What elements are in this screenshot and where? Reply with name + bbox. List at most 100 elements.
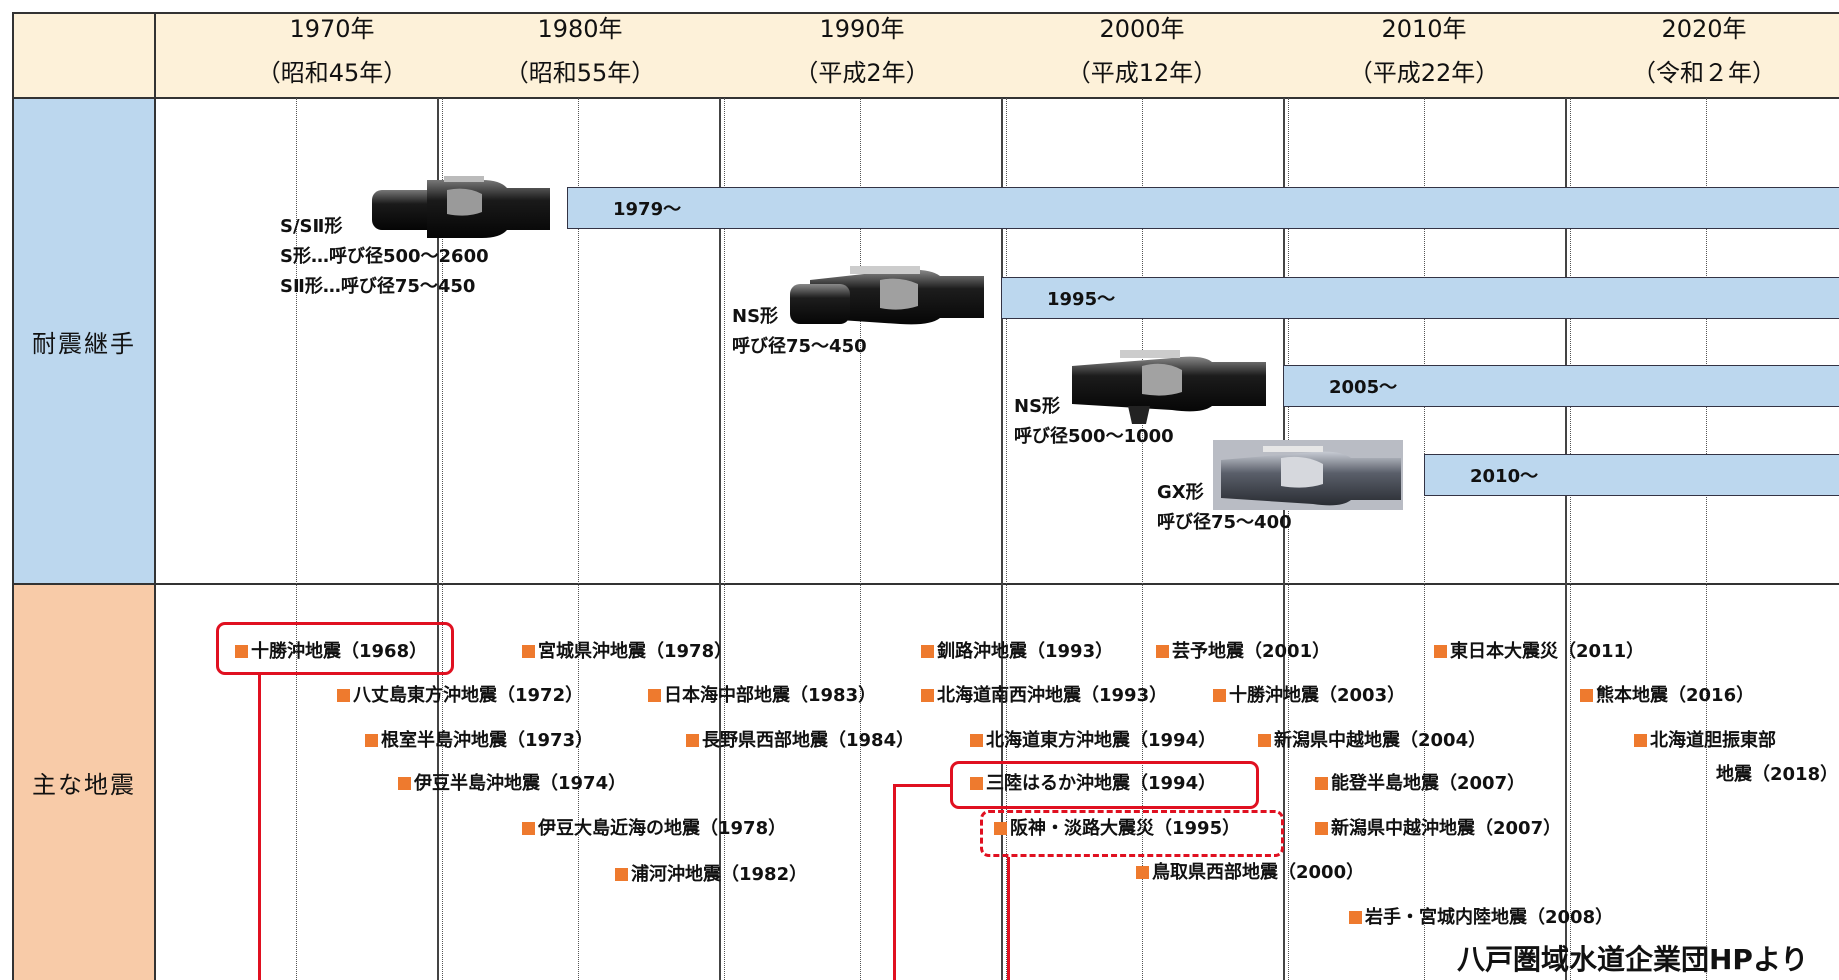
joint-spec: 呼び径75～400 — [1157, 512, 1292, 533]
square-marker-icon — [235, 645, 248, 658]
square-marker-icon — [1349, 911, 1362, 924]
pipe-image-ns-small — [790, 266, 984, 325]
grid-line-1985 — [719, 98, 725, 980]
quake-text: 伊豆半島沖地震（1974） — [414, 773, 627, 794]
quake-text: 北海道南西沖地震（1993） — [937, 685, 1168, 706]
row-label-seismic-joints: 耐震継手 — [12, 98, 156, 584]
year: 2020年 — [1661, 15, 1747, 43]
joint-name: S/SⅡ形 — [280, 216, 343, 237]
connector-line — [893, 784, 896, 980]
joint-spec: S形…呼び径500～2600 — [280, 246, 489, 267]
joint-bar-ns-large: 2005～ — [1283, 365, 1839, 407]
year-label-2020: 2020年 （令和２年） — [1594, 14, 1814, 88]
square-marker-icon — [648, 689, 661, 702]
quake-text: 新潟県中越沖地震（2007） — [1331, 818, 1562, 839]
quake-item: 十勝沖地震（1968） — [235, 641, 427, 663]
joint-spec: 呼び径75～450 — [732, 336, 867, 357]
joint-spec: 呼び径500～1000 — [1014, 426, 1174, 447]
square-marker-icon — [615, 868, 628, 881]
connector-line — [893, 784, 950, 787]
quake-text: 東日本大震災（2011） — [1450, 641, 1645, 662]
bar-label: 2005～ — [1329, 377, 1398, 398]
square-marker-icon — [365, 734, 378, 747]
connector-line — [1007, 857, 1010, 980]
quake-item: 八丈島東方沖地震（1972） — [337, 685, 583, 707]
quake-text: 岩手・宮城内陸地震（2008） — [1365, 907, 1614, 928]
quake-text: 釧路沖地震（1993） — [937, 641, 1114, 662]
joint-name: GX形 — [1157, 482, 1204, 503]
quake-item: 芸予地震（2001） — [1156, 641, 1330, 663]
square-marker-icon — [1315, 777, 1328, 790]
quake-text-continued: 地震（2018） — [1716, 764, 1839, 785]
grid-line-1980 — [578, 98, 579, 980]
pipe-image-ns-large — [1072, 350, 1266, 424]
square-marker-icon — [522, 822, 535, 835]
quake-text: 八丈島東方沖地震（1972） — [353, 685, 584, 706]
grid-line-2010 — [1424, 98, 1425, 980]
quake-text: 伊豆大島近海の地震（1978） — [538, 818, 787, 839]
header-divider — [12, 97, 1839, 99]
grid-line-2015 — [1565, 98, 1571, 980]
grid-line-2005 — [1283, 98, 1289, 980]
bar-label: 1979～ — [613, 199, 682, 220]
grid-line-1975 — [437, 98, 443, 980]
joint-label-ns-small: NS形 呼び径75～450 — [732, 302, 867, 362]
highlight-box-tokachi-1968 — [216, 622, 454, 675]
year-label-1980: 1980年 （昭和55年） — [470, 14, 690, 88]
quake-item: 北海道東方沖地震（1994） — [970, 730, 1216, 752]
quake-item: 浦河沖地震（1982） — [615, 864, 807, 886]
square-marker-icon — [337, 689, 350, 702]
quake-text: 熊本地震（2016） — [1596, 685, 1755, 706]
quake-text: 芸予地震（2001） — [1172, 641, 1331, 662]
header-corner — [12, 12, 156, 98]
grid-line-1970 — [296, 98, 297, 980]
year: 2010年 — [1381, 15, 1467, 43]
quake-text: 鳥取県西部地震（2000） — [1152, 862, 1365, 883]
joint-bar-gx: 2010～ — [1424, 454, 1839, 496]
quake-item: 伊豆大島近海の地震（1978） — [522, 818, 786, 840]
quake-item: 阪神・淡路大震災（1995） — [994, 818, 1240, 840]
era: （平成12年） — [1066, 59, 1218, 87]
joint-name: NS形 — [1014, 396, 1061, 417]
quake-item: 釧路沖地震（1993） — [921, 641, 1113, 663]
quake-item: 伊豆半島沖地震（1974） — [398, 773, 626, 795]
quake-text: 新潟県中越地震（2004） — [1274, 730, 1487, 751]
year: 1970年 — [289, 15, 375, 43]
era: （令和２年） — [1632, 59, 1776, 87]
quake-item: 岩手・宮城内陸地震（2008） — [1349, 907, 1613, 929]
square-marker-icon — [1213, 689, 1226, 702]
square-marker-icon — [1156, 645, 1169, 658]
source-credit: 八戸圏域水道企業団HPより — [1457, 943, 1809, 976]
quake-item: 鳥取県西部地震（2000） — [1136, 862, 1364, 884]
grid-line-2000 — [1142, 98, 1143, 980]
quake-text: 能登半島地震（2007） — [1331, 773, 1526, 794]
joint-label-s-sii: S/SⅡ形 S形…呼び径500～2600 SⅡ形…呼び径75～450 — [280, 212, 489, 302]
bar-label: 1995～ — [1047, 289, 1116, 310]
grid-line-2020 — [1706, 98, 1707, 980]
square-marker-icon — [1136, 866, 1149, 879]
quake-text: 阪神・淡路大震災（1995） — [1010, 818, 1241, 839]
square-marker-icon — [398, 777, 411, 790]
bar-label: 2010～ — [1470, 466, 1539, 487]
quake-item: 能登半島地震（2007） — [1315, 773, 1525, 795]
square-marker-icon — [994, 822, 1007, 835]
joint-label-gx: GX形 呼び径75～400 — [1157, 478, 1292, 538]
quake-text: 浦河沖地震（1982） — [631, 864, 808, 885]
square-marker-icon — [1580, 689, 1593, 702]
quake-item: 長野県西部地震（1984） — [686, 730, 914, 752]
connector-line — [258, 675, 261, 980]
year-label-1970: 1970年 （昭和45年） — [222, 14, 442, 88]
era: （平成22年） — [1348, 59, 1500, 87]
quake-text: 北海道胆振東部 — [1650, 730, 1776, 751]
quake-text: 十勝沖地震（2003） — [1229, 685, 1406, 706]
joint-label-ns-large: NS形 呼び径500～1000 — [1014, 392, 1174, 452]
quake-item: 北海道南西沖地震（1993） — [921, 685, 1167, 707]
joint-name: NS形 — [732, 306, 779, 327]
square-marker-icon — [921, 645, 934, 658]
era: （平成2年） — [794, 59, 930, 87]
quake-text: 根室半島沖地震（1973） — [381, 730, 594, 751]
year: 1980年 — [537, 15, 623, 43]
pipe-image-gx — [1213, 440, 1403, 510]
quake-item: 三陸はるか沖地震（1994） — [970, 773, 1216, 795]
